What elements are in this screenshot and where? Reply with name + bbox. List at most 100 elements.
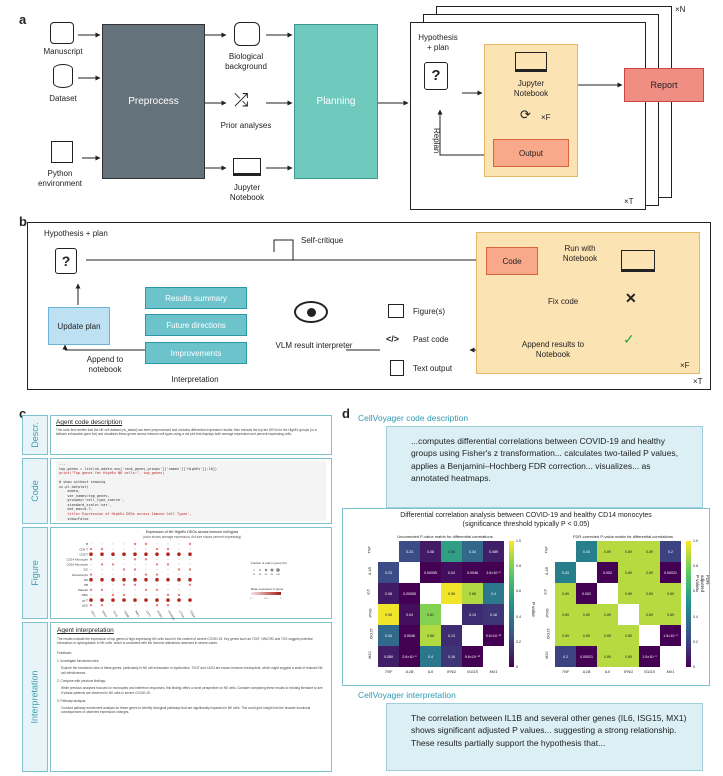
dotplot-dot (134, 573, 136, 576)
dotplot-dot (178, 604, 180, 606)
bio-background-icon (234, 22, 260, 46)
dotplot-row-label: Platelet (78, 588, 88, 592)
dotplot-dot (166, 552, 170, 556)
dotplot-dot (166, 604, 170, 607)
dotplot-col-label: CTSW (178, 610, 186, 619)
heatmap-col-label: IL6 (604, 670, 611, 674)
code-icon: </> (386, 334, 400, 344)
dotplot-row-label: CD8 T (79, 552, 88, 556)
dotplot-dot (89, 558, 93, 561)
legend-size-dot (259, 569, 261, 571)
heatmap-cell: 0.0046 (462, 562, 483, 583)
c-interp-para: The results indicate the expression of t… (57, 637, 313, 646)
dotplot-dot (89, 588, 93, 592)
dotplot-dot (89, 598, 93, 602)
heatmap-cell: 0.16 (441, 646, 462, 667)
dotplot-dot (144, 558, 148, 561)
heatmap-cell: 0.002 (576, 583, 597, 604)
shuffle-icon: ⤮ (234, 90, 249, 110)
dotplot-dot (188, 583, 192, 586)
inner-repeat-f: ×F (680, 361, 690, 370)
heatmap-cell: 1.5×10⁻⁹ (639, 646, 660, 667)
c-fb-2-head: 2. Compare with previous findings: (57, 678, 106, 683)
dotplot-dot (112, 568, 114, 571)
update-plan-label: Update plan (57, 321, 101, 331)
panel-b-letter: b (19, 214, 27, 229)
colorbar-tick: 0.6 (693, 589, 698, 594)
dotplot-dot (155, 547, 159, 551)
heatmap-cell: 2.6×10⁻⁵ (483, 562, 504, 583)
colorbar-tick: 0.6 (516, 589, 521, 594)
hypothesis-doc-icon: ? (424, 62, 448, 90)
c-interp-title: Agent interpretation (57, 627, 114, 634)
heatmap-row-label: IL6 (543, 588, 548, 595)
dotplot-dot (178, 543, 180, 545)
heatmap-cell: 0.43 (555, 562, 576, 583)
dotplot-col-label: CCL5 (112, 610, 119, 618)
dotplot-dot (133, 577, 137, 582)
heatmap-cell (462, 625, 483, 646)
legend-size-tick: 40 (259, 574, 262, 576)
dotplot-dot (189, 573, 191, 576)
dotplot-dot (144, 573, 148, 576)
heatmap-cell: 0.89 (618, 583, 639, 604)
code-block: ...top_genes = list(nk_adata.uns['rank_g… (56, 461, 326, 521)
dotplot-dot (100, 563, 104, 566)
dotplot-dot (167, 543, 169, 545)
dotplot-dot (177, 598, 181, 602)
update-plan-box: Update plan (48, 307, 110, 345)
dotplot-dot (144, 542, 148, 546)
heatmap-cell: 0.89 (639, 541, 660, 562)
dotplot-dot (100, 588, 104, 592)
input-manuscript-label: Manuscript (43, 47, 83, 56)
heatmap-cell: 0.89 (576, 625, 597, 646)
code-line: print("Top genes for HighEx NK cells:", … (59, 471, 165, 476)
dotplot-dot (133, 558, 137, 561)
dotplot-dot (167, 589, 169, 591)
dotplot-dot (133, 542, 137, 546)
input-manuscript-icon (50, 22, 74, 44)
output-box: Output (493, 139, 569, 167)
dotplot-dot (167, 568, 169, 571)
code-line: adata, (59, 489, 81, 494)
code-line: show=False (59, 516, 89, 521)
colorbar-tick: 0.4 (693, 614, 698, 619)
dotplot-dot (90, 594, 92, 596)
panel-b-frame (27, 222, 711, 390)
heatmap-row-label: MX1 (544, 650, 549, 659)
dotplot-col-label: KLRD1 (156, 610, 164, 620)
code-line: var_names=top_genes, (59, 493, 110, 498)
loop-repeat-t: ×T (624, 197, 634, 206)
dotplot-dot (155, 577, 159, 582)
dotplot-dot (166, 577, 170, 582)
dotplot-dot (111, 563, 115, 566)
dotplot-dot (145, 548, 147, 550)
dotplot-dot (145, 604, 147, 606)
dotplot-row-label: NK (84, 578, 88, 582)
dotplot-row-label: CD16 Monocyte (66, 563, 88, 567)
dotplot-dot (123, 604, 125, 606)
d-fig-subtitle: (significance threshold typically P < 0.… (462, 521, 590, 528)
heatmap-cell (618, 604, 639, 625)
dotplot-dot (123, 558, 125, 560)
code-line: standard_scale='var', (59, 502, 112, 507)
dotplot-dot (188, 598, 192, 602)
heatmap-cell: 0.89 (576, 604, 597, 625)
heatmap-col-label: IL1B (405, 670, 414, 674)
b-hypothesis-label: Hypothesis + plan (44, 229, 108, 238)
bio-background-label: Biological background (225, 52, 267, 71)
dotplot-dot (167, 584, 169, 586)
heatmap-cell: 0.08 (378, 583, 399, 604)
heatmap-cell: 0.89 (618, 646, 639, 667)
dotplot-dot (123, 589, 125, 591)
dotplot-row-label: CD14 Monocyte (66, 558, 88, 562)
dotplot-dot (178, 548, 180, 550)
dotplot-dot (123, 543, 125, 545)
panel-d-letter: d (342, 406, 350, 421)
heatmap-row-label: ISG15 (546, 628, 551, 639)
input-dataset-icon (53, 64, 73, 88)
heatmap-cell: 0.23 (378, 562, 399, 583)
legend-mean-tick: 1 (280, 598, 282, 600)
dotplot-dot (122, 583, 126, 586)
